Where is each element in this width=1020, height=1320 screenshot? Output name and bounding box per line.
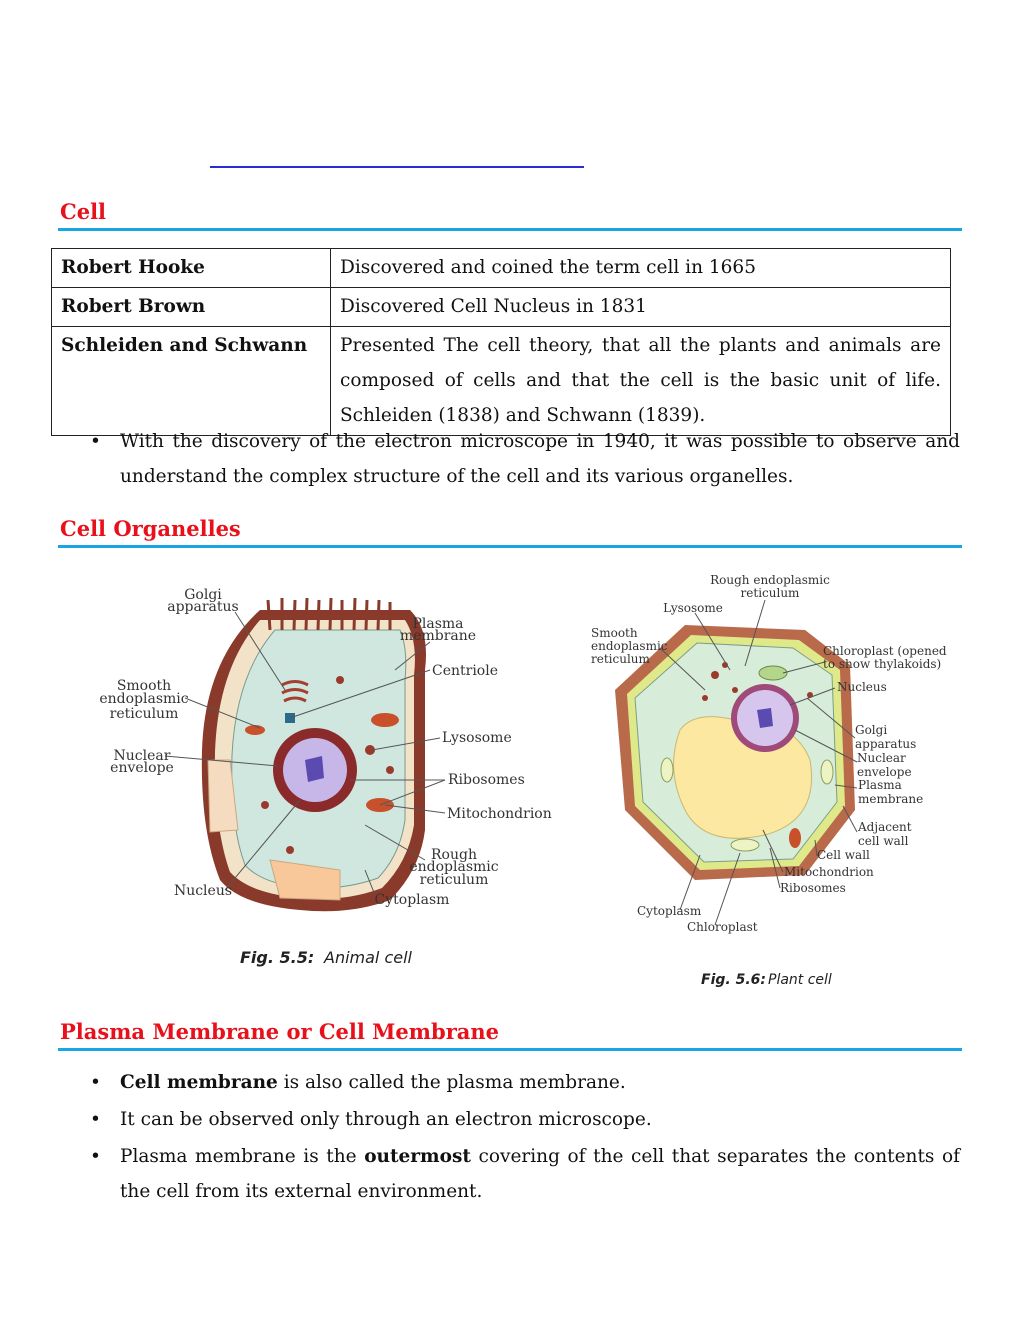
plant-label-chloroplast: Chloroplast [687,920,758,934]
label-plasma-1: Plasma [412,616,463,632]
plant-leader-lines [659,599,858,926]
label-lysosome: Lysosome [442,730,512,746]
section-heading-plasma-membrane: Plasma Membrane or Cell Membrane [60,1019,499,1044]
plant-label-ribosomes: Ribosomes [780,881,846,895]
table-cell-description: Discovered and coined the term cell in 1… [330,248,951,288]
plant-label-chloroplast-open-1: Chloroplast (opened [823,644,947,658]
plant-label-smooth-er-3: reticulum [591,652,651,666]
animal-cell-microvilli [266,597,392,631]
label-rough-er-1: Rough [431,847,477,863]
golgi-shape [281,680,309,703]
label-golgi-1: Golgi [184,587,222,603]
chloroplast-shape [820,759,834,785]
table-row: Robert Brown Discovered Cell Nucleus in … [51,287,951,327]
table-cell-description: Discovered Cell Nucleus in 1831 [330,287,951,327]
label-nucleus: Nucleus [174,883,232,899]
table-row: Robert Hooke Discovered and coined the t… [51,248,951,288]
bullet-icon: • [90,1072,101,1093]
plant-label-adjacent-wall-1: Adjacent [857,820,912,834]
chloroplast-shape [730,838,760,852]
table-cell-name: Robert Hooke [51,248,331,288]
cutaway-block [269,859,341,901]
plant-label-golgi-2: apparatus [855,737,916,751]
plant-label-cytoplasm: Cytoplasm [637,904,702,918]
lysosome-dots [261,676,394,854]
label-plasma-2: membrane [400,628,476,644]
section-rule-organelles [58,545,962,548]
plant-label-plasma-1: Plasma [858,778,902,792]
list-item-text: It can be observed only through an elect… [120,1109,652,1130]
caption-text: Plant cell [768,972,832,988]
plant-label-lysosome: Lysosome [663,601,723,615]
plant-label-smooth-er-2: endoplasmic [591,639,668,653]
label-smooth-er-1: Smooth [117,678,171,694]
table-row: Schleiden and Schwann Presented The cell… [51,326,951,436]
mitochondrion-shape [371,713,399,727]
plant-label-nuclear-env-1: Nuclear [857,751,906,765]
label-centriole: Centriole [432,663,498,679]
discovery-table: Robert Hooke Discovered and coined the t… [51,248,951,436]
plant-nucleolus [757,708,773,728]
caption-text: Animal cell [323,948,413,967]
plant-label-cell-wall: Cell wall [817,848,870,862]
label-rough-er-2: endoplasmic [409,859,498,875]
mitochondrion-shape [789,828,801,848]
plant-label-nuclear-env-2: envelope [857,765,912,779]
top-link-underline [210,166,584,168]
caption-number: Fig. 5.5: [240,948,314,967]
plant-label-mitochondrion: Mitochondrion [784,865,874,879]
list-item-text: covering of the cell that separates the … [120,1146,960,1202]
list-item: • Cell membrane is also called the plasm… [90,1065,960,1100]
plant-label-smooth-er-1: Smooth [591,626,638,640]
label-mitochondrion: Mitochondrion [447,806,552,822]
label-ribosomes: Ribosomes [448,772,525,788]
label-golgi-2: apparatus [167,599,238,615]
chloroplast-shape [758,665,788,681]
section-rule-plasma-membrane [58,1048,962,1051]
plant-cell-figure: Rough endoplasmic reticulum Lysosome Smo… [591,573,947,988]
list-item: • With the discovery of the electron mic… [90,424,960,494]
cell-bullet-list: • With the discovery of the electron mic… [60,424,960,496]
label-smooth-er-2: endoplasmic [99,691,188,707]
membrane-bullet-list: • Cell membrane is also called the plasm… [60,1065,960,1211]
plant-label-rough-er-2: reticulum [741,586,801,600]
label-nuclear-env-1: Nuclear [114,748,171,764]
label-rough-er-3: reticulum [420,872,489,888]
section-rule-cell [58,228,962,231]
caption-number: Fig. 5.6: [701,972,766,988]
plant-label-nucleus: Nucleus [837,680,887,694]
bullet-icon: • [90,1146,101,1167]
chloroplast-shape [660,757,674,783]
list-item-bold: Cell membrane [120,1072,278,1093]
label-nuclear-env-2: envelope [110,760,174,776]
list-item-text: Plasma membrane is the [120,1146,365,1167]
animal-nucleolus [305,756,324,782]
section-heading-organelles: Cell Organelles [60,516,241,541]
plant-label-plasma-2: membrane [858,792,923,806]
table-cell-name: Schleiden and Schwann [51,326,331,436]
cutaway-block [207,759,239,833]
animal-leader-lines [164,611,446,896]
label-smooth-er-3: reticulum [110,706,179,722]
plant-label-chloroplast-open-2: to show thylakoids) [823,657,941,671]
list-item-text: is also called the plasma membrane. [277,1072,626,1093]
section-heading-cell: Cell [60,199,107,224]
label-cytoplasm: Cytoplasm [375,892,450,908]
animal-cell-figure: Golgi apparatus Plasma membrane Centriol… [99,587,552,967]
list-item-bold: outermost [364,1146,471,1167]
plant-label-rough-er-1: Rough endoplasmic [710,573,830,587]
plant-label-golgi-1: Golgi [855,723,887,737]
bullet-icon: • [90,431,101,452]
table-cell-description: Presented The cell theory, that all the … [330,326,951,436]
list-item: • Plasma membrane is the outermost cover… [90,1139,960,1209]
table-cell-name: Robert Brown [51,287,331,327]
list-item-text: With the discovery of the electron micro… [120,431,960,487]
plant-label-adjacent-wall-2: cell wall [858,834,909,848]
bullet-icon: • [90,1109,101,1130]
list-item: • It can be observed only through an ele… [90,1102,960,1137]
